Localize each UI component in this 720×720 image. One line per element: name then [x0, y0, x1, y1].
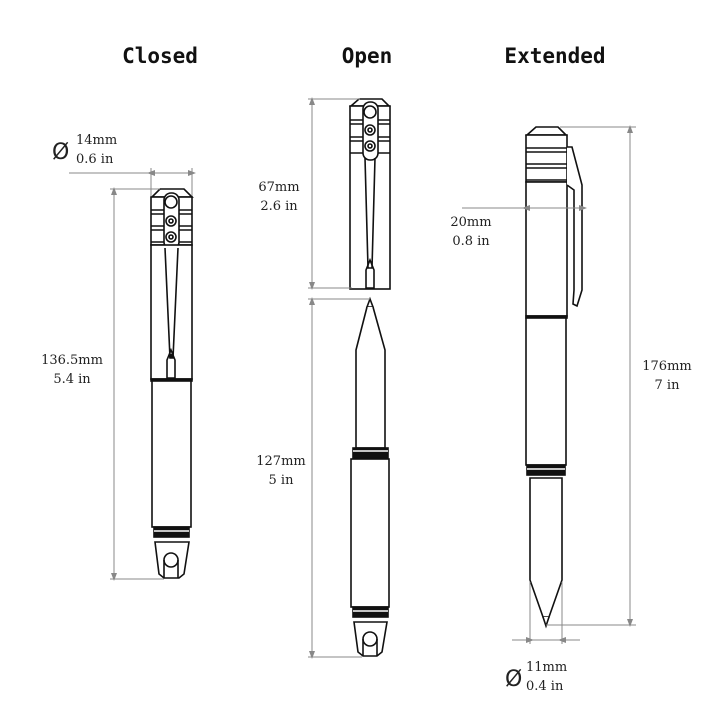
extended-length-in: 7 in	[654, 378, 680, 393]
extended-clip-in: 0.8 in	[452, 234, 490, 249]
diameter-icon: Ø	[52, 140, 70, 165]
title-open: Open	[341, 44, 393, 68]
extended-clip-mm: 20mm	[450, 215, 492, 230]
title-extended: Extended	[504, 44, 606, 68]
extended-tip-diameter-label: 11mm 0.4 in	[526, 658, 567, 696]
title-closed: Closed	[122, 44, 198, 68]
closed-diameter-in: 0.6 in	[76, 152, 114, 167]
open-cap-length-label: 67mm 2.6 in	[254, 178, 304, 216]
open-cap-in: 2.6 in	[260, 199, 298, 214]
closed-length-mm: 136.5mm	[41, 353, 103, 368]
diameter-icon: Ø	[505, 667, 523, 692]
closed-diameter-label: 14mm 0.6 in	[76, 131, 117, 169]
closed-length-in: 5.4 in	[53, 372, 91, 387]
extended-tip-in: 0.4 in	[526, 679, 564, 694]
open-body-in: 5 in	[268, 473, 294, 488]
extended-tip-mm: 11mm	[526, 660, 568, 675]
extended-length-mm: 176mm	[642, 359, 692, 374]
open-body-dimension	[308, 297, 370, 659]
open-cap-mm: 67mm	[258, 180, 300, 195]
closed-length-label: 136.5mm 5.4 in	[36, 351, 108, 389]
closed-dimension-lines	[69, 168, 196, 581]
open-body	[350, 296, 390, 657]
closed-diameter-mm: 14mm	[76, 133, 118, 148]
extended-length-label: 176mm 7 in	[638, 357, 696, 395]
extended-pen	[524, 126, 583, 629]
open-cap	[348, 98, 391, 290]
closed-pen	[150, 188, 194, 579]
open-body-length-label: 127mm 5 in	[254, 452, 308, 490]
extended-dimension-lines	[462, 125, 636, 644]
open-body-mm: 127mm	[256, 454, 306, 469]
open-cap-dimension	[308, 97, 360, 290]
extended-clip-width-label: 20mm 0.8 in	[446, 213, 496, 251]
